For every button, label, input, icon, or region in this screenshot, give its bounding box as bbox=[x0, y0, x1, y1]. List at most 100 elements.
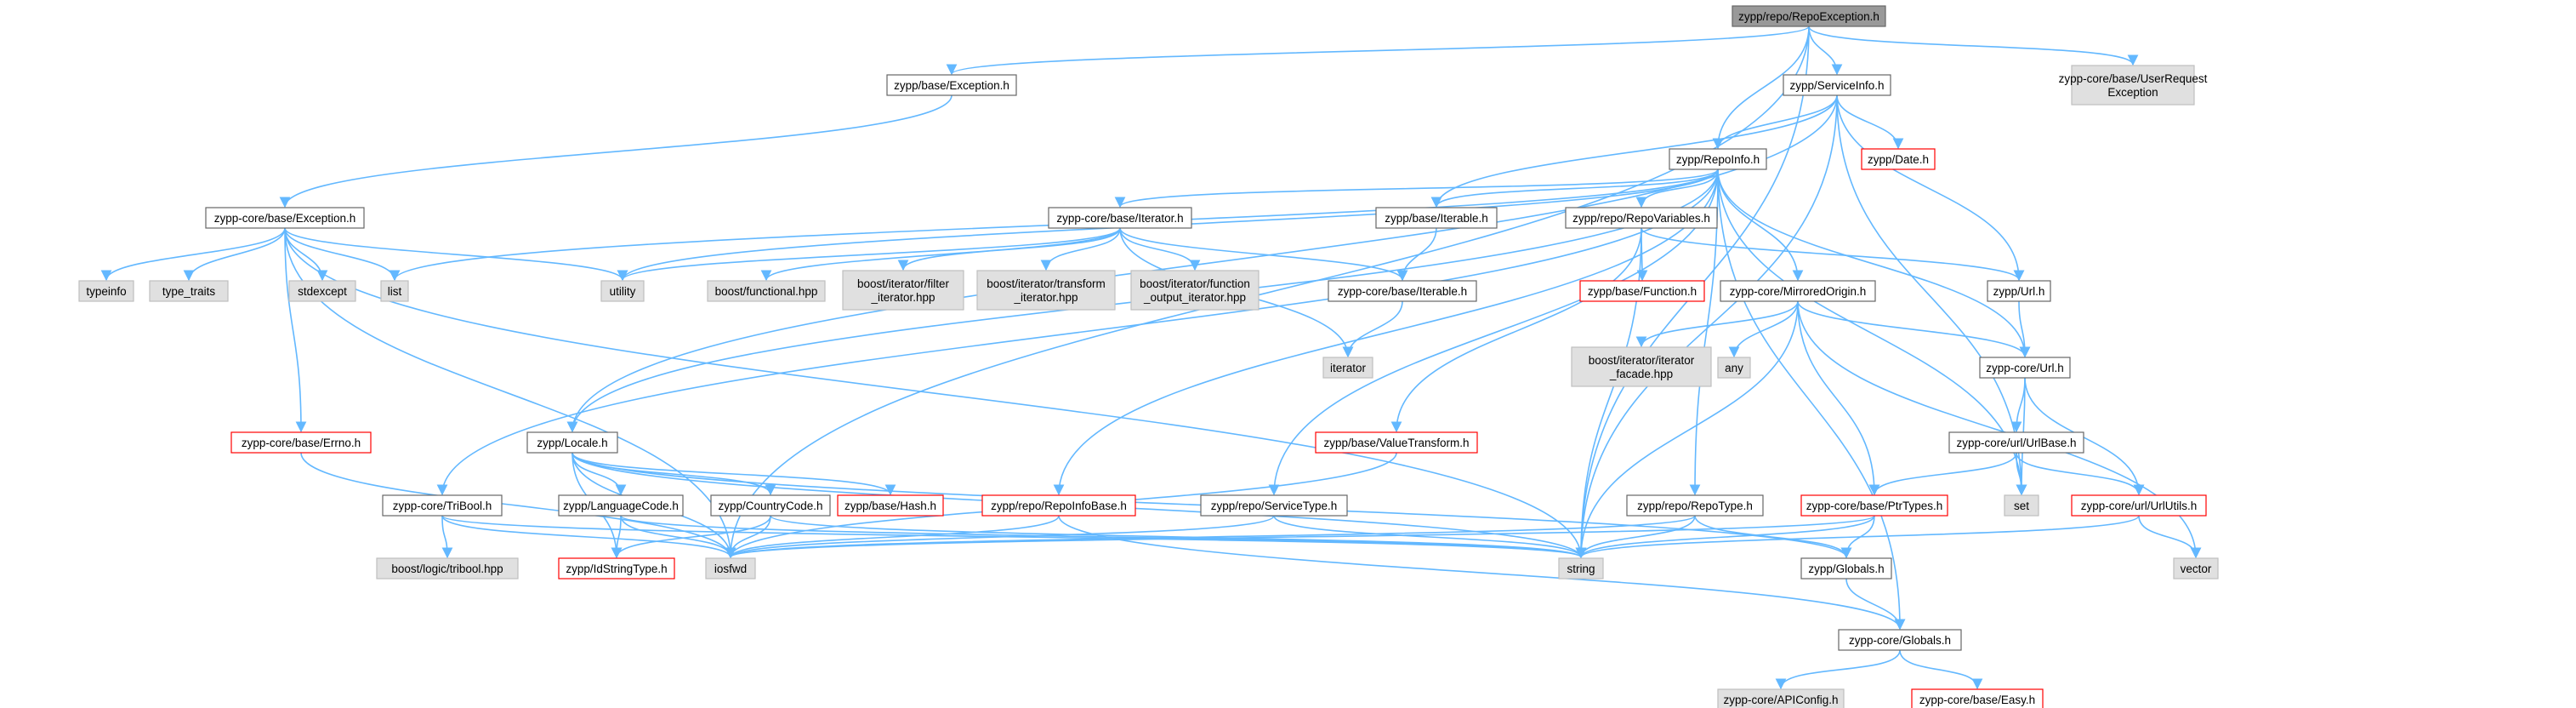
node-vector: vector bbox=[2173, 557, 2219, 580]
node-zypp-url-h[interactable]: zypp/Url.h bbox=[1987, 280, 2051, 302]
edge-svcInfo-to-string bbox=[1575, 94, 1838, 559]
edge-layer bbox=[100, 26, 2202, 690]
node-box bbox=[2004, 494, 2039, 517]
node-label: stdexcept bbox=[298, 285, 347, 298]
node-box bbox=[2173, 557, 2219, 580]
node-typeinfo: typeinfo bbox=[78, 280, 134, 302]
node-box bbox=[1979, 357, 2071, 379]
edge-root-to-zbExc bbox=[947, 26, 1810, 76]
node-zypp-core-tribool-h[interactable]: zypp-core/TriBool.h bbox=[382, 494, 503, 517]
node-label: zypp-core/url/UrlUtils.h bbox=[2081, 500, 2198, 512]
node-zypp-core-url-h[interactable]: zypp-core/Url.h bbox=[1979, 357, 2071, 379]
edge-serviceType-to-string bbox=[1273, 515, 1587, 559]
node-zypp-core-base-iterator-h[interactable]: zypp-core/base/Iterator.h bbox=[1048, 207, 1192, 229]
node-zypp-repo-repotype-h[interactable]: zypp/repo/RepoType.h bbox=[1626, 494, 1764, 517]
edge-root-to-repoInfo bbox=[1712, 26, 1810, 150]
edge-zcbExc-to-utility bbox=[284, 227, 628, 282]
node-iterator: iterator bbox=[1322, 357, 1373, 379]
node-label: boost/iterator/iterator_facade.hpp bbox=[1589, 354, 1695, 380]
node-zypp-core-base-easy-h: zypp-core/base/Easy.h bbox=[1911, 688, 2044, 708]
edge-root-to-ureq bbox=[1808, 26, 2139, 66]
node-label: zypp-core/TriBool.h bbox=[393, 500, 492, 512]
edge-svcInfo-to-repoInfo bbox=[1712, 94, 1838, 150]
node-box bbox=[1322, 357, 1373, 379]
node-label: zypp/Globals.h bbox=[1808, 562, 1884, 575]
node-box bbox=[2071, 494, 2207, 517]
node-label: zypp/repo/ServiceType.h bbox=[1211, 500, 1338, 512]
node-label: zypp-core/MirroredOrigin.h bbox=[1730, 285, 1867, 298]
node-box bbox=[288, 280, 356, 302]
node-box bbox=[1315, 431, 1478, 454]
edge-zcbExc-to-errno bbox=[284, 227, 307, 433]
node-zypp-repo-repovariables-h[interactable]: zypp/repo/RepoVariables.h bbox=[1565, 207, 1718, 229]
edge-zcbExc-to-string bbox=[284, 227, 1587, 559]
node-label: zypp-core/url/UrlBase.h bbox=[1956, 437, 2076, 449]
node-zypp-date-h: zypp/Date.h bbox=[1861, 148, 1936, 170]
node-zypp-core-mirroredorigin-h[interactable]: zypp-core/MirroredOrigin.h bbox=[1720, 280, 1876, 302]
node-label: zypp-core/base/Iterable.h bbox=[1338, 285, 1467, 298]
node-zypp-locale-h[interactable]: zypp/Locale.h bbox=[526, 431, 618, 454]
node-zypp-serviceinfo-h[interactable]: zypp/ServiceInfo.h bbox=[1783, 74, 1891, 96]
node-zypp-languagecode-h[interactable]: zypp/LanguageCode.h bbox=[558, 494, 684, 517]
node-zypp-base-hash-h: zypp/base/Hash.h bbox=[837, 494, 944, 517]
node-box bbox=[842, 270, 964, 311]
edge-mirrored-to-zcUrl bbox=[1797, 300, 2031, 358]
node-layer: zypp/repo/RepoException.h zypp/base/Excep… bbox=[78, 5, 2219, 708]
node-boost-iterator-filter-iterator-hpp: boost/iterator/filter_iterator.hpp bbox=[842, 270, 964, 311]
node-box bbox=[1911, 688, 2044, 708]
edge-mirrored-to-string bbox=[1575, 300, 1799, 559]
node-box bbox=[1717, 688, 1845, 708]
node-zypp-core-url-urlutils-h: zypp-core/url/UrlUtils.h bbox=[2071, 494, 2207, 517]
node-label: zypp/Url.h bbox=[1993, 285, 2045, 298]
edge-countryCode-to-idString bbox=[611, 515, 771, 559]
node-zypp-countrycode-h[interactable]: zypp/CountryCode.h bbox=[710, 494, 831, 517]
node-zypp-core-base-exception-h[interactable]: zypp-core/base/Exception.h bbox=[205, 207, 365, 229]
node-label: zypp/base/Function.h bbox=[1588, 285, 1697, 298]
node-box bbox=[1732, 5, 1886, 27]
edge-zcbIter-to-btransform bbox=[1040, 227, 1121, 271]
edge-svcInfo-to-zbIterable bbox=[1430, 94, 1838, 208]
node-box bbox=[1861, 148, 1936, 170]
node-zypp-base-valuetransform-h: zypp/base/ValueTransform.h bbox=[1315, 431, 1478, 454]
edge-repoType-to-zGlobals bbox=[1694, 515, 1852, 559]
edge-zcbIter-to-utility bbox=[617, 227, 1121, 282]
edge-svcInfo-to-set bbox=[1836, 94, 2027, 496]
node-box bbox=[1669, 148, 1767, 170]
edge-zcbExc-to-type_traits bbox=[183, 227, 286, 282]
edge-repoType-to-string bbox=[1575, 515, 1696, 559]
node-zypp-repo-servicetype-h[interactable]: zypp/repo/ServiceType.h bbox=[1200, 494, 1348, 517]
edge-svcInfo-to-url bbox=[1836, 94, 2025, 282]
node-label: zypp/Locale.h bbox=[537, 437, 607, 449]
node-zypp-base-iterable-h[interactable]: zypp/base/Iterable.h bbox=[1375, 207, 1498, 229]
node-box bbox=[1838, 629, 1962, 651]
node-label: zypp/repo/RepoException.h bbox=[1738, 10, 1879, 23]
node-label: boost/iterator/function_output_iterator.… bbox=[1140, 277, 1250, 304]
node-box bbox=[705, 557, 756, 580]
node-label: iterator bbox=[1330, 362, 1367, 374]
node-box bbox=[382, 494, 503, 517]
node-zypp-core-url-urlbase-h[interactable]: zypp-core/url/UrlBase.h bbox=[1948, 431, 2084, 454]
edge-zGlobals-to-zcGlobals bbox=[1845, 578, 1906, 631]
node-box bbox=[1200, 494, 1348, 517]
node-box bbox=[710, 494, 831, 517]
edge-repoInfo-to-mirrored bbox=[1717, 168, 1804, 282]
node-boost-logic-tribool-hpp: boost/logic/tribool.hpp bbox=[376, 557, 519, 580]
node-label: string bbox=[1567, 562, 1595, 575]
edge-urlBase-to-ptrTypes bbox=[1868, 452, 2017, 496]
edge-repoInfo-to-serviceType bbox=[1268, 168, 1719, 496]
node-zypp-core-globals-h[interactable]: zypp-core/Globals.h bbox=[1838, 629, 1962, 651]
node-label: set bbox=[2014, 500, 2029, 512]
node-zypp-core-base-iterable-h[interactable]: zypp-core/base/Iterable.h bbox=[1328, 280, 1477, 302]
node-zypp-globals-h[interactable]: zypp/Globals.h bbox=[1800, 557, 1892, 580]
edge-serviceType-to-iosfwd bbox=[725, 515, 1275, 559]
node-zypp-base-exception-h[interactable]: zypp/base/Exception.h bbox=[886, 74, 1017, 96]
node-box bbox=[526, 431, 618, 454]
edge-locale-to-hash bbox=[571, 452, 896, 496]
node-label: zypp/repo/RepoInfoBase.h bbox=[991, 500, 1127, 512]
node-label: zypp/LanguageCode.h bbox=[563, 500, 679, 512]
edge-zbIterable-to-zcbIterable bbox=[1396, 227, 1437, 282]
node-zypp-repoinfo-h[interactable]: zypp/RepoInfo.h bbox=[1669, 148, 1767, 170]
node-zypp-idstringtype-h: zypp/IdStringType.h bbox=[558, 557, 675, 580]
